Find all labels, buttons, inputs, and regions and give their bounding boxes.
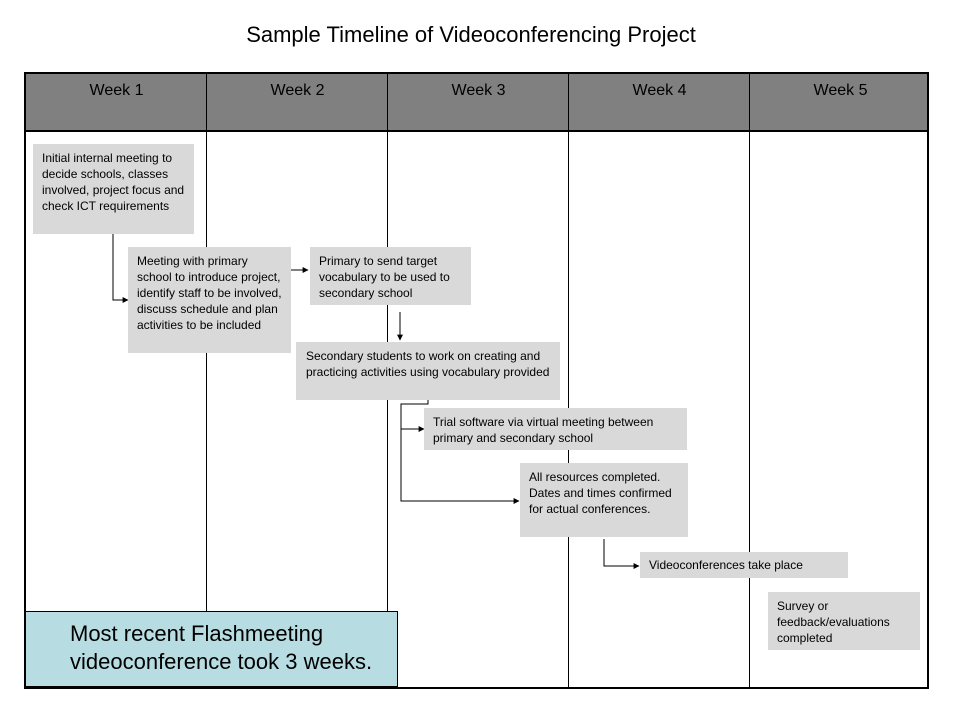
- week-3-header: Week 3: [451, 82, 506, 99]
- week-1-header: Week 1: [89, 82, 144, 99]
- diagram-title: Sample Timeline of Videoconferencing Pro…: [246, 22, 696, 47]
- note-box: Most recent Flashmeeting videoconference…: [25, 611, 398, 687]
- arrow-trial-to-resources: [400, 429, 520, 504]
- task-resources-completed: All resources completed. Dates and times…: [520, 463, 688, 537]
- task-survey: Survey or feedback/evaluations completed: [768, 592, 920, 650]
- column-divider: [206, 74, 207, 687]
- column-divider: [568, 74, 569, 687]
- arrow-resources-to-videoconferences: [603, 539, 640, 569]
- timeline-grid: Week 1 Week 2 Week 3 Week 4 Week 5: [24, 72, 929, 689]
- week-header-band: [26, 74, 927, 132]
- task-primary-meeting: Meeting with primary school to introduce…: [128, 247, 291, 353]
- task-secondary-activities: Secondary students to work on creating a…: [296, 342, 560, 400]
- task-send-vocabulary: Primary to send target vocabulary to be …: [310, 247, 471, 305]
- arrow-initial-to-primary-meeting: [112, 234, 129, 303]
- week-5-header: Week 5: [813, 82, 868, 99]
- task-initial-meeting: Initial internal meeting to decide schoo…: [33, 144, 194, 234]
- column-divider: [749, 74, 750, 687]
- task-videoconferences: Videoconferences take place: [640, 552, 848, 578]
- week-4-header: Week 4: [632, 82, 687, 99]
- week-2-header: Week 2: [270, 82, 325, 99]
- task-trial-software: Trial software via virtual meeting betwe…: [424, 408, 687, 450]
- arrow-secondary-to-trial: [400, 392, 429, 432]
